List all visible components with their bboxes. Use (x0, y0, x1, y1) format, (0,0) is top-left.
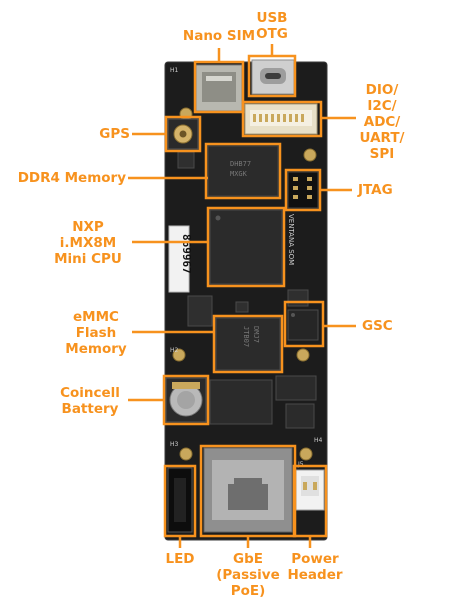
label-ddr4: DDR4 Memory (17, 170, 126, 186)
label-dio-line-1: DIO/ (365, 82, 399, 98)
label-emmc-line-3: Memory (65, 341, 127, 357)
pcb-edge (164, 61, 328, 541)
label-usb-otg: USB OTG (242, 10, 302, 42)
label-nano-sim: Nano SIM (182, 28, 256, 44)
label-gbe-line-2: (Passive (216, 567, 280, 583)
label-emmc-line-2: Flash (75, 325, 117, 341)
usb-otg-connector (251, 59, 295, 95)
label-gbe-line-3: PoE) (230, 583, 266, 599)
label-emmc-line-1: eMMC (73, 309, 119, 325)
box-ddr4 (204, 142, 282, 200)
label-nxp-line-3: Mini CPU (54, 251, 122, 267)
ddr4-chip (207, 145, 279, 197)
dio-connector (244, 103, 318, 135)
label-dio-line-3: ADC/ (363, 114, 401, 130)
label-emmc: eMMC Flash Memory (56, 309, 136, 357)
label-nxp-line-2: i.MX8M (59, 235, 117, 251)
label-gbe: GbE (Passive PoE) (204, 551, 292, 599)
jtag-header (287, 171, 319, 209)
ref-h1: H1 (170, 67, 179, 74)
serial-number: 869967 (180, 234, 193, 274)
ref-h2: H2 (170, 347, 179, 354)
box-gsc (283, 300, 325, 348)
label-usb-otg-line-2: OTG (256, 26, 288, 42)
ddr4-marking-2: MXGK (230, 170, 248, 178)
label-dio: DIO/ I2C/ ADC/ UART/ SPI (352, 82, 412, 162)
label-power: Power Header (282, 551, 348, 583)
emmc-marking-2: JTB07 (242, 326, 250, 347)
label-power-line-1: Power (291, 551, 339, 567)
ref-h3: H3 (170, 441, 179, 448)
label-power-line-2: Header (287, 567, 343, 583)
led-lightpipe (167, 467, 193, 533)
rj45-jack (203, 447, 293, 533)
nano-sim-slot (195, 64, 243, 112)
emmc-chip (215, 317, 281, 371)
label-coincell-line-1: Coincell (60, 385, 120, 401)
label-gsc: GSC (362, 318, 393, 334)
label-led: LED (165, 551, 195, 567)
callouts (128, 44, 356, 548)
label-nxp-line-1: NXP (72, 219, 104, 235)
label-nxp: NXP i.MX8M Mini CPU (46, 219, 130, 267)
gsc-chip (287, 309, 319, 341)
power-header (295, 469, 325, 511)
label-coincell: Coincell Battery (50, 385, 130, 417)
label-dio-line-2: I2C/ (367, 98, 397, 114)
label-usb-otg-line-1: USB (256, 10, 288, 26)
silkscreen-ventana: VENTANA SOM (287, 214, 295, 265)
emmc-marking-1: DMJ7 (252, 326, 260, 343)
box-nxp (206, 206, 286, 288)
label-jtag: JTAG (358, 182, 393, 198)
ref-h4: H4 (314, 437, 323, 444)
ref-j5: J5 (297, 461, 304, 468)
nxp-cpu-chip (209, 209, 283, 285)
label-gps: GPS (99, 126, 130, 142)
gps-connector (167, 118, 199, 150)
label-dio-line-4: UART/ (359, 130, 405, 146)
coincell-battery (165, 377, 207, 423)
ethernet-phy-chip (209, 375, 317, 429)
label-coincell-line-2: Battery (61, 401, 119, 417)
ddr4-marking-1: DHB77 (230, 160, 251, 168)
label-dio-line-5: SPI (369, 146, 395, 162)
label-gbe-line-1: GbE (233, 551, 263, 567)
box-emmc (212, 314, 284, 374)
